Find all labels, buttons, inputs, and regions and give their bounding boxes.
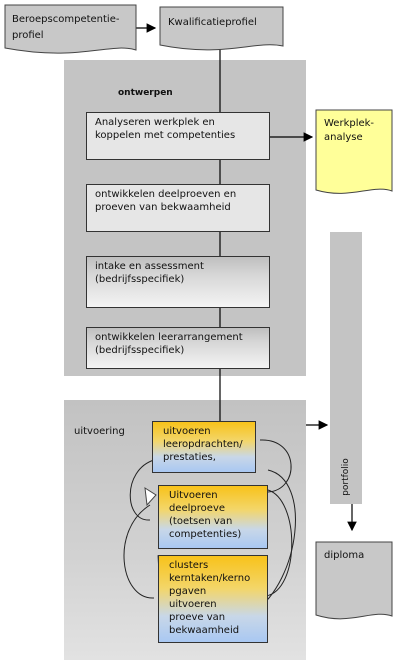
- step-1-line2: koppelen met competenties: [95, 130, 236, 141]
- card-1-line1: uitvoeren: [163, 426, 211, 437]
- card-leeropdrachten: uitvoeren leeropdrachten/ prestaties,: [152, 421, 256, 473]
- cycle-arrowhead-2: [144, 487, 157, 507]
- card-proeve-van-bekwaamheid: clusters kerntaken/kerno pgaven uitvoere…: [158, 555, 268, 643]
- cycle-loop-3: [265, 489, 293, 597]
- step-intake-assessment: intake en assessment (bedrijfsspecifiek): [86, 256, 270, 308]
- doc-kwalificatie-shape: [159, 6, 284, 51]
- step-3-line1: intake en assessment: [95, 261, 204, 272]
- doc-werkplek-shape: [315, 109, 393, 194]
- doc-werkplek-line1: Werkplek-: [324, 118, 375, 129]
- step-2-line1: ontwikkelen deelproeven en: [95, 189, 237, 200]
- cycle-loop-5: [253, 469, 296, 613]
- doc-beroeps-line2: profiel: [12, 30, 44, 41]
- doc-diploma-shape: [315, 541, 393, 620]
- card-1-line2: leeropdrachten/: [163, 439, 243, 450]
- doc-werkplek-line2: analyse: [324, 132, 363, 143]
- card-3-line3: pgaven: [169, 586, 207, 597]
- card-2-line4: competenties): [169, 529, 242, 540]
- step-4-line2: (bedrijfsspecifiek): [95, 345, 185, 356]
- step-ontwikkelen-deelproeven: ontwikkelen deelproeven en proeven van b…: [86, 184, 270, 232]
- doc-beroeps-text: Beroepscompetentie- profiel: [12, 12, 136, 44]
- card-1-line3: prestaties,: [163, 452, 216, 463]
- portfolio-label: portfolio: [341, 458, 351, 496]
- doc-diploma-text: diploma: [324, 550, 365, 561]
- card-3-line1: clusters: [169, 560, 209, 571]
- card-2-line3: (toetsen van: [169, 516, 233, 527]
- doc-kwalificatie-text: Kwalificatieprofiel: [168, 17, 257, 28]
- step-2-line2: proeven van bekwaamheid: [95, 202, 231, 213]
- card-3-line2: kerntaken/kerno: [169, 573, 251, 584]
- step-4-line1: ontwikkelen leerarrangement: [95, 332, 243, 343]
- step-analyseren-werkplek: Analyseren werkplek en koppelen met comp…: [86, 112, 270, 160]
- step-1-line1: Analyseren werkplek en: [95, 117, 215, 128]
- step-3-line2: (bedrijfsspecifiek): [95, 274, 185, 285]
- card-3-line6: bekwaamheid: [169, 625, 240, 636]
- cycle-loop-1: [259, 439, 292, 493]
- card-2-line2: deelproeve: [169, 503, 226, 514]
- portfolio-bar: [330, 232, 362, 504]
- doc-werkplek-text: Werkplek- analyse: [324, 117, 390, 145]
- uitvoering-title: uitvoering: [74, 426, 125, 437]
- ontwerpen-title: ontwerpen: [118, 88, 173, 98]
- card-3-line5: proeve van: [169, 612, 226, 623]
- cycle-loop-4: [123, 504, 155, 599]
- card-3-line4: uitvoeren: [169, 599, 217, 610]
- doc-beroeps-shape: [4, 4, 137, 54]
- card-deelproeve: Uitvoeren deelproeve (toetsen van compet…: [158, 485, 268, 549]
- card-2-line1: Uitvoeren: [169, 490, 218, 501]
- step-ontwikkelen-leerarrangement: ontwikkelen leerarrangement (bedrijfsspe…: [86, 327, 270, 369]
- cycle-loop-2: [129, 459, 155, 521]
- doc-beroeps-line1: Beroepscompetentie-: [12, 14, 120, 25]
